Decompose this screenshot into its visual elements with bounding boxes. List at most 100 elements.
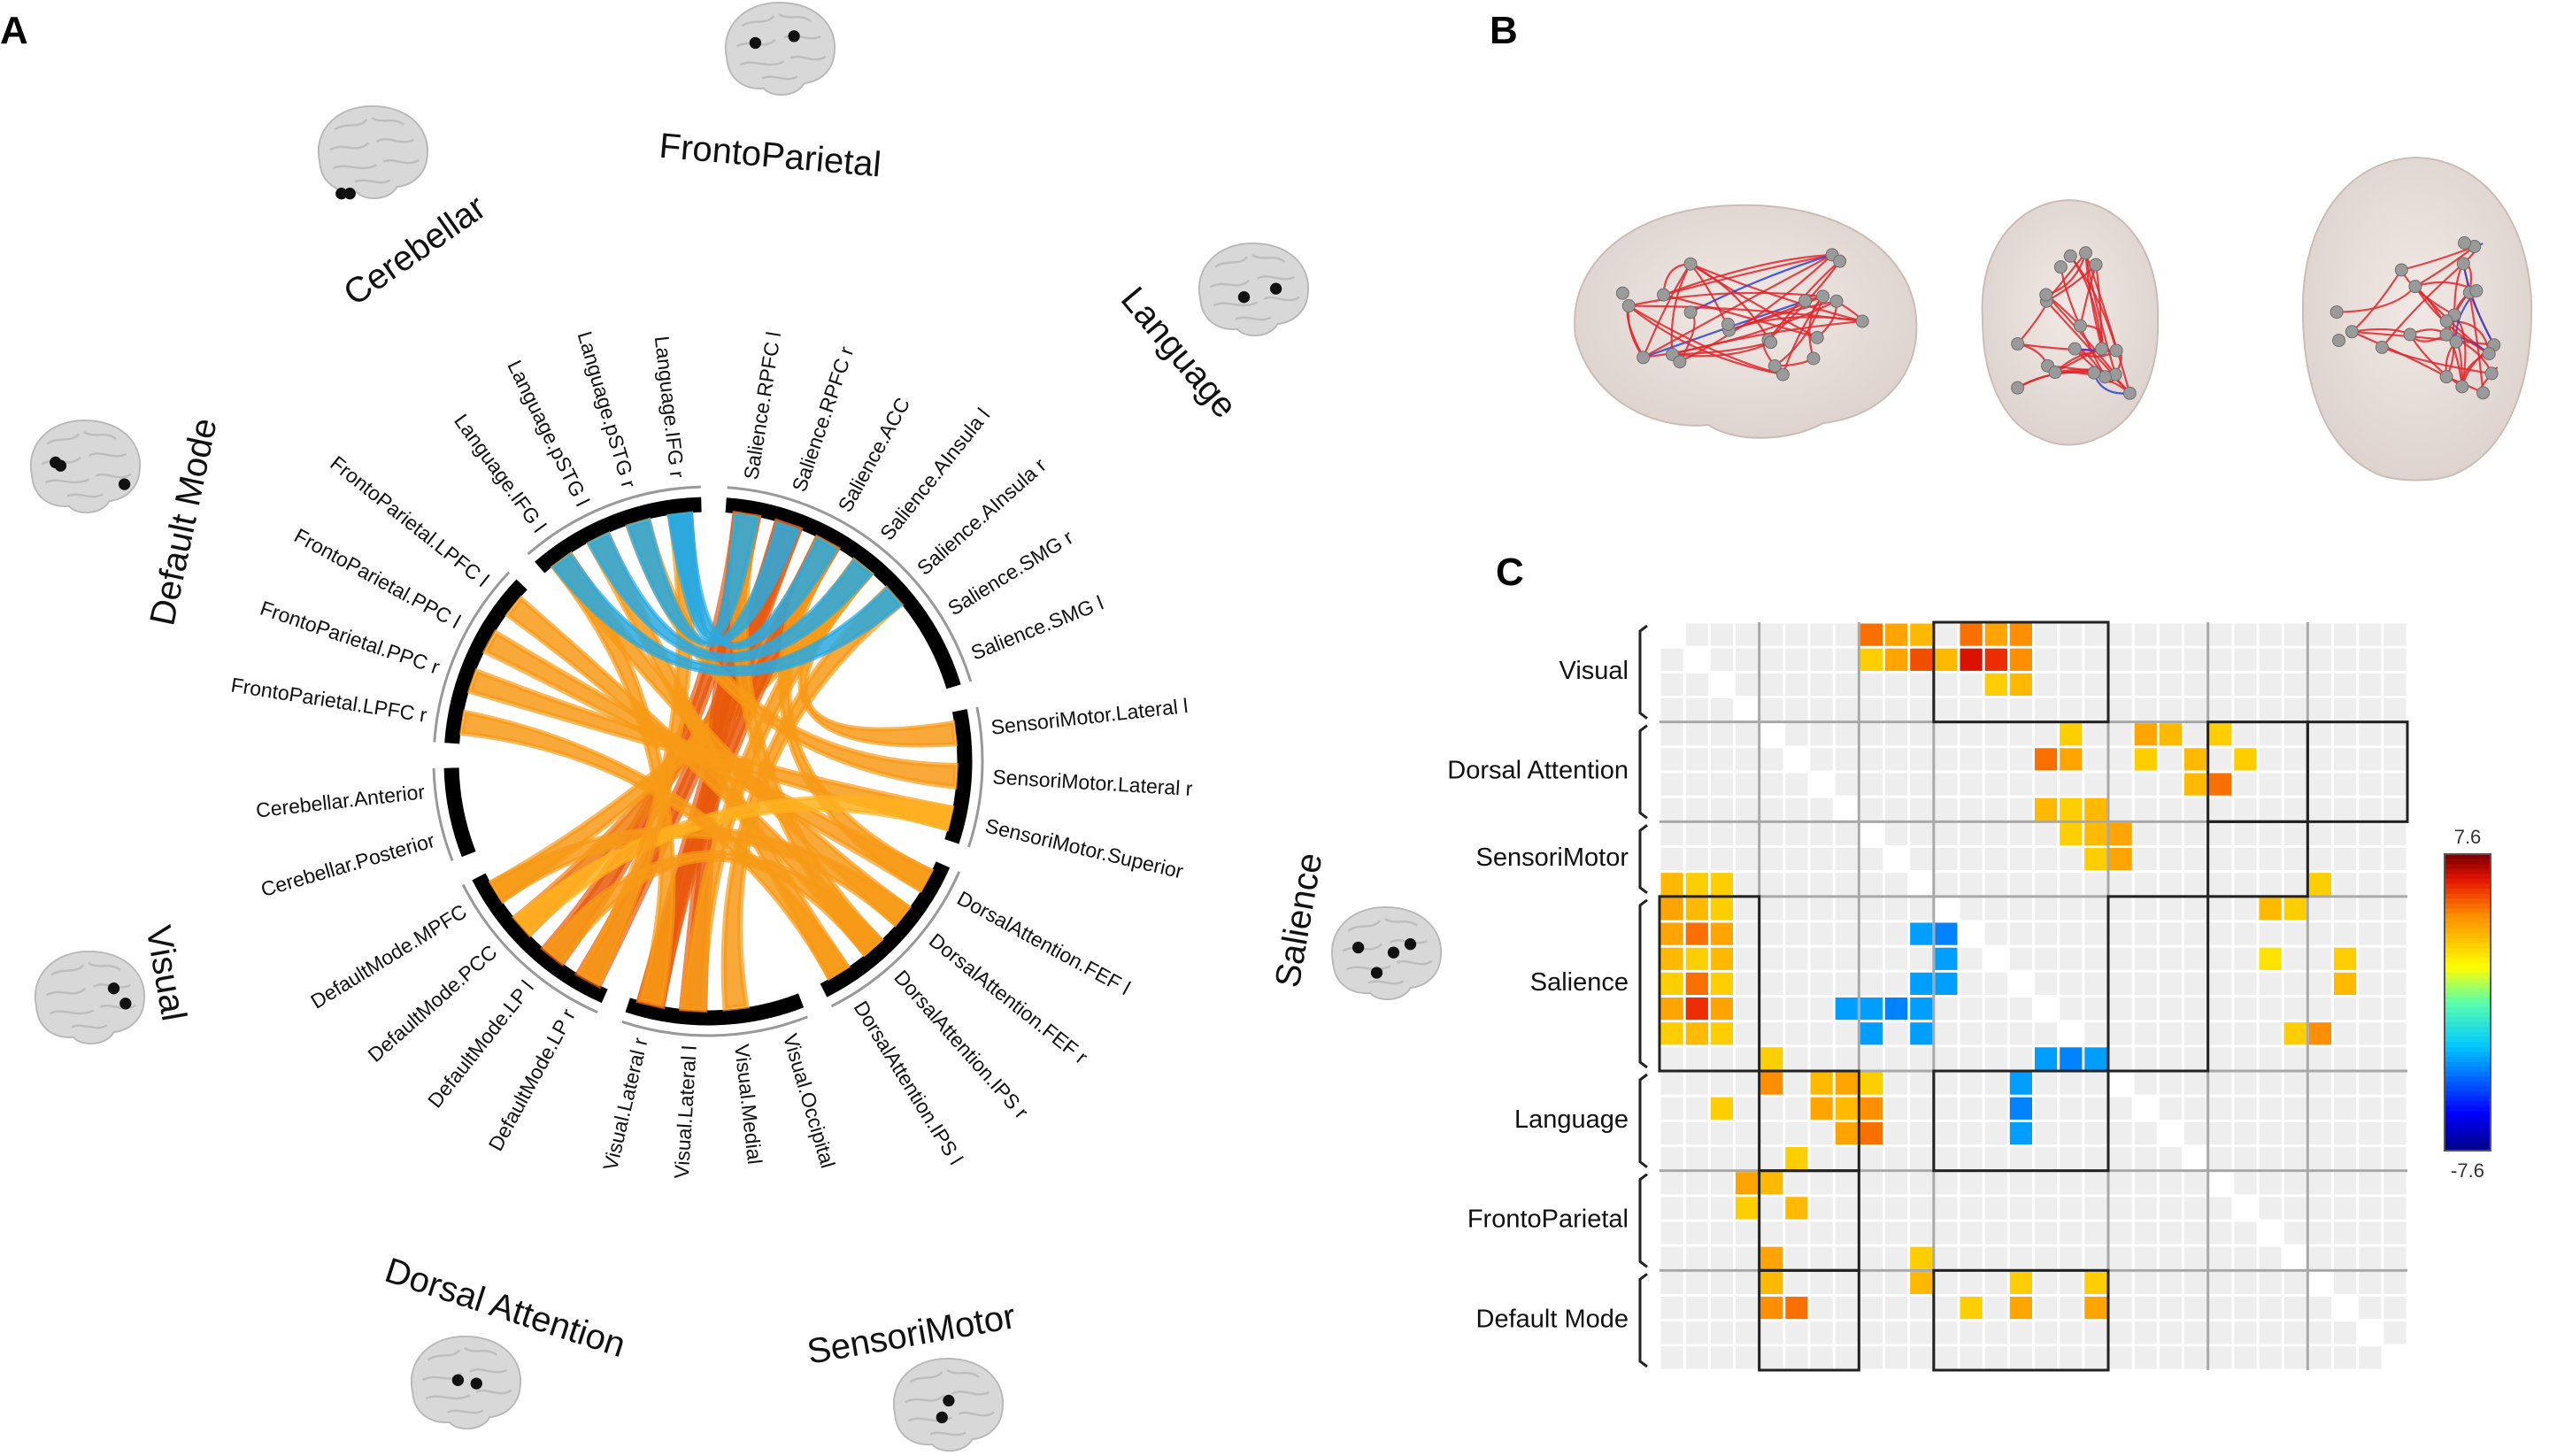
matrix-bg-cell	[1736, 922, 1759, 945]
matrix-value-cell	[1660, 897, 1683, 921]
matrix-bg-cell	[2259, 698, 2282, 721]
matrix-bg-cell	[2359, 897, 2382, 921]
matrix-bg-cell	[2308, 1147, 2331, 1170]
colorbar-segment	[2445, 889, 2491, 895]
matrix-bg-cell	[2035, 1121, 2058, 1144]
matrix-value-cell	[1660, 873, 1683, 896]
colorbar-max-label: 7.6	[2454, 826, 2482, 848]
brain-node	[2375, 340, 2389, 354]
matrix-bg-cell	[2334, 1097, 2357, 1120]
brain-icon-defaultmode	[29, 419, 142, 513]
matrix-bg-cell	[1835, 822, 1858, 845]
matrix-bg-cell	[2334, 1047, 2357, 1070]
matrix-bg-cell	[1960, 1246, 1983, 1269]
network-title-visual: Visual	[138, 922, 193, 1023]
network-title-cerebellar: Cerebellar	[336, 188, 492, 313]
matrix-bg-cell	[1984, 1147, 2007, 1170]
matrix-bg-cell	[1736, 873, 1759, 896]
matrix-value-cell	[2159, 723, 2182, 746]
matrix-bg-cell	[1835, 623, 1858, 646]
matrix-bg-cell	[1785, 972, 1808, 995]
matrix-bg-cell	[1710, 673, 1733, 696]
colorbar-segment	[2445, 1046, 2491, 1053]
matrix-bg-cell	[2134, 1346, 2157, 1369]
region-label-cerebellar-anterior: Cerebellar.Anterior	[255, 780, 427, 821]
matrix-bg-cell	[1835, 1297, 1858, 1320]
matrix-bg-cell	[2084, 748, 2107, 771]
matrix-bg-cell	[2084, 897, 2107, 921]
matrix-bg-cell	[1935, 673, 1958, 696]
matrix-bg-cell	[2159, 897, 2182, 921]
matrix-bg-cell	[2209, 822, 2232, 845]
matrix-bg-cell	[1984, 1246, 2007, 1269]
matrix-value-cell	[2084, 822, 2107, 845]
matrix-value-cell	[2009, 1271, 2032, 1294]
colorbar-segment	[2445, 1027, 2491, 1033]
matrix-bg-cell	[2283, 1172, 2306, 1195]
colorbar-segment	[2445, 937, 2491, 944]
matrix-bg-cell	[2209, 1321, 2232, 1344]
matrix-bg-cell	[2234, 1271, 2257, 1294]
matrix-bg-cell	[2383, 1221, 2407, 1244]
matrix-bg-cell	[2283, 773, 2306, 796]
matrix-bg-cell	[2009, 1022, 2032, 1045]
matrix-value-cell	[1710, 972, 1733, 995]
matrix-bg-cell	[1885, 1121, 1908, 1144]
brain-node	[2482, 347, 2496, 361]
matrix-bg-cell	[2084, 1147, 2107, 1170]
matrix-bg-cell	[2009, 698, 2032, 721]
matrix-bg-cell	[2234, 1097, 2257, 1120]
colorbar-segment	[2445, 874, 2491, 880]
matrix-bg-cell	[1760, 773, 1783, 796]
matrix-value-cell	[2084, 1271, 2107, 1294]
matrix-value-cell	[1685, 1022, 1708, 1045]
matrix-bg-cell	[2035, 648, 2058, 671]
colorbar-segment	[2445, 1071, 2491, 1078]
matrix-bg-cell	[2035, 897, 2058, 921]
matrix-bg-cell	[2259, 1047, 2282, 1070]
matrix-value-cell	[2009, 1072, 2032, 1095]
matrix-bg-cell	[1960, 1346, 1983, 1369]
matrix-bg-cell	[2060, 648, 2083, 671]
matrix-value-cell	[2084, 797, 2107, 820]
matrix-bg-cell	[1760, 698, 1783, 721]
colorbar-segment	[2445, 1081, 2491, 1088]
matrix-bg-cell	[2035, 698, 2058, 721]
matrix-bg-cell	[1960, 1321, 1983, 1344]
matrix-bg-cell	[1785, 1022, 1808, 1045]
matrix-bg-cell	[2259, 1246, 2282, 1269]
matrix-bg-cell	[1785, 1072, 1808, 1095]
matrix-bg-cell	[1910, 822, 1933, 845]
matrix-bg-cell	[2134, 797, 2157, 820]
matrix-bg-cell	[2035, 998, 2058, 1021]
matrix-bg-cell	[2209, 1047, 2232, 1070]
matrix-value-cell	[1910, 648, 1933, 671]
matrix-value-cell	[1910, 972, 1933, 995]
brain-node	[2109, 343, 2123, 358]
matrix-bg-cell	[1760, 1321, 1783, 1344]
matrix-value-cell	[1685, 972, 1708, 995]
colorbar-segment	[2445, 992, 2491, 998]
matrix-bg-cell	[2359, 1297, 2382, 1320]
matrix-bg-cell	[2159, 1197, 2182, 1220]
matrix-bg-cell	[1960, 1121, 1983, 1144]
matrix-bg-cell	[1710, 1297, 1733, 1320]
matrix-bg-cell	[1785, 673, 1808, 696]
region-label-sensorimotor-lateral-r: SensoriMotor.Lateral r	[992, 765, 1194, 800]
matrix-bg-cell	[1860, 797, 1883, 820]
matrix-bg-cell	[2035, 1022, 2058, 1045]
matrix-bg-cell	[1835, 1022, 1858, 1045]
matrix-value-cell	[1910, 1271, 1933, 1294]
matrix-bg-cell	[1685, 797, 1708, 820]
matrix-value-cell	[1860, 998, 1883, 1021]
matrix-bg-cell	[1736, 748, 1759, 771]
matrix-bg-cell	[2035, 1097, 2058, 1120]
network-block-outline	[1758, 1268, 1860, 1372]
matrix-bg-cell	[2383, 1022, 2407, 1045]
matrix-bg-cell	[2308, 1346, 2331, 1369]
matrix-bg-cell	[2109, 1072, 2132, 1095]
matrix-bg-cell	[1685, 773, 1708, 796]
matrix-bg-cell	[1935, 1072, 1958, 1095]
matrix-bg-cell	[2259, 748, 2282, 771]
matrix-bg-cell	[2035, 972, 2058, 995]
